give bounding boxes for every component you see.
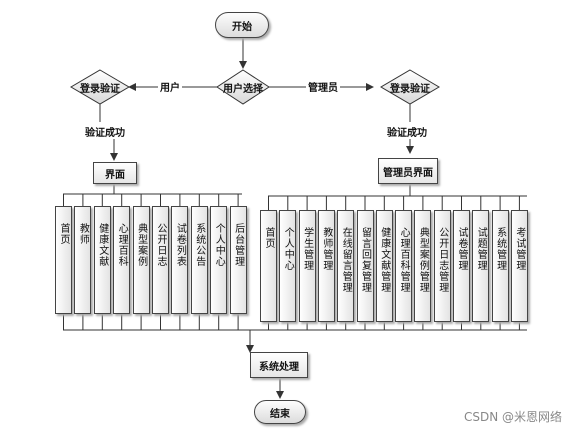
module-admin_modules-4: 在线留言管理 <box>337 210 355 322</box>
module-admin_modules-9: 公开日志管理 <box>433 210 451 322</box>
module-label: 首页 <box>263 227 274 249</box>
module-label: 教师管理 <box>320 227 332 271</box>
module-user_modules-4: 典型案例 <box>132 206 150 314</box>
module-label: 健康文献管理 <box>378 227 390 293</box>
module-user_modules-9: 后台管理 <box>229 206 247 314</box>
module-label: 教师 <box>77 223 89 245</box>
module-user_modules-7: 系统公告 <box>190 206 208 314</box>
module-label: 首页 <box>58 223 69 245</box>
module-label: 心理百科管理 <box>398 227 410 293</box>
module-label: 试题管理 <box>475 227 487 271</box>
module-label: 公开日志管理 <box>436 227 448 293</box>
user-interface-box: 界面 <box>93 162 137 184</box>
watermark: CSDN @米恩网络 <box>463 410 562 424</box>
module-label: 系统管理 <box>494 227 506 271</box>
end-node: 结束 <box>254 400 306 424</box>
login-check-right: 登录验证 <box>390 83 430 95</box>
module-user_modules-3: 心理百科 <box>113 206 131 314</box>
module-admin_modules-13: 考试管理 <box>510 210 528 322</box>
module-user_modules-2: 健康文献 <box>93 206 111 314</box>
module-label: 公开日志 <box>155 223 166 267</box>
login-success-right: 验证成功 <box>385 124 429 139</box>
module-admin_modules-8: 典型案例管理 <box>414 210 432 322</box>
login-check-left: 登录验证 <box>80 83 120 95</box>
user-choice-decision: 用户选择 <box>223 83 263 95</box>
module-label: 心理百科 <box>116 223 128 267</box>
module-admin_modules-5: 留言回复管理 <box>356 210 374 322</box>
module-admin_modules-12: 系统管理 <box>491 210 509 322</box>
module-user_modules-1: 教师 <box>74 206 92 314</box>
module-label: 个人中心 <box>213 223 225 267</box>
module-user_modules-5: 公开日志 <box>152 206 169 314</box>
module-user_modules-8: 个人中心 <box>210 206 228 314</box>
login-success-left: 验证成功 <box>83 124 127 139</box>
start-node: 开始 <box>215 12 269 38</box>
module-admin_modules-10: 试卷管理 <box>453 210 470 322</box>
module-label: 学生管理 <box>301 227 313 271</box>
module-admin_modules-7: 心理百科管理 <box>395 210 413 322</box>
module-admin_modules-1: 个人中心 <box>279 210 297 322</box>
module-admin_modules-0: 首页 <box>260 210 277 322</box>
module-label: 在线留言管理 <box>340 227 352 293</box>
branch-label-user: 用户 <box>158 79 182 94</box>
system-process-box: 系统处理 <box>250 352 308 378</box>
module-label: 试卷列表 <box>174 223 186 267</box>
module-label: 系统公告 <box>193 223 205 267</box>
module-label: 考试管理 <box>513 227 525 271</box>
module-admin_modules-2: 学生管理 <box>298 210 316 322</box>
module-label: 后台管理 <box>232 223 244 267</box>
module-admin_modules-3: 教师管理 <box>317 210 335 322</box>
module-label: 健康文献 <box>96 223 108 267</box>
module-label: 典型案例管理 <box>417 227 429 293</box>
module-label: 个人中心 <box>282 227 294 271</box>
admin-interface-box: 管理员界面 <box>378 158 438 184</box>
module-admin_modules-6: 健康文献管理 <box>375 210 393 322</box>
module-user_modules-0: 首页 <box>55 206 72 314</box>
module-user_modules-6: 试卷列表 <box>171 206 189 314</box>
module-admin_modules-11: 试题管理 <box>472 210 490 322</box>
module-label: 试卷管理 <box>456 227 467 271</box>
module-label: 典型案例 <box>135 223 147 267</box>
module-label: 留言回复管理 <box>359 227 371 293</box>
branch-label-admin: 管理员 <box>306 79 340 94</box>
